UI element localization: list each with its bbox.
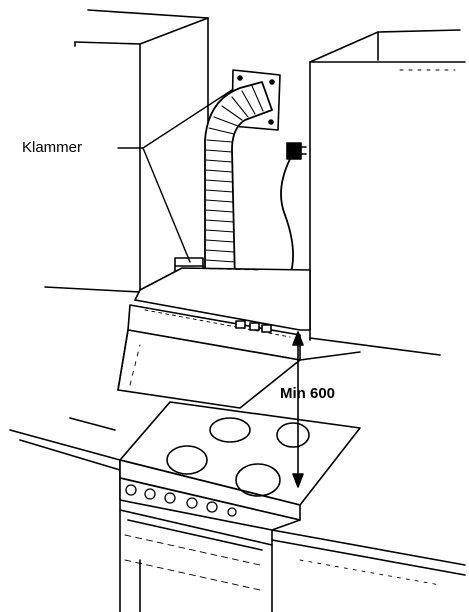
klammer-leader-lines bbox=[117, 89, 233, 263]
range-hood-icon bbox=[117, 267, 361, 409]
stove-icon bbox=[119, 401, 361, 612]
dimension-arrow-icon bbox=[292, 331, 304, 488]
duct-hose-icon bbox=[204, 81, 273, 283]
min-clearance-label: Min 600 bbox=[280, 385, 336, 402]
right-wall-cabinet bbox=[309, 29, 466, 341]
left-wall-cabinet bbox=[74, 9, 209, 291]
power-plug-icon bbox=[261, 142, 307, 289]
klammer-label: Klammer bbox=[22, 139, 83, 156]
wall-line bbox=[44, 286, 441, 356]
